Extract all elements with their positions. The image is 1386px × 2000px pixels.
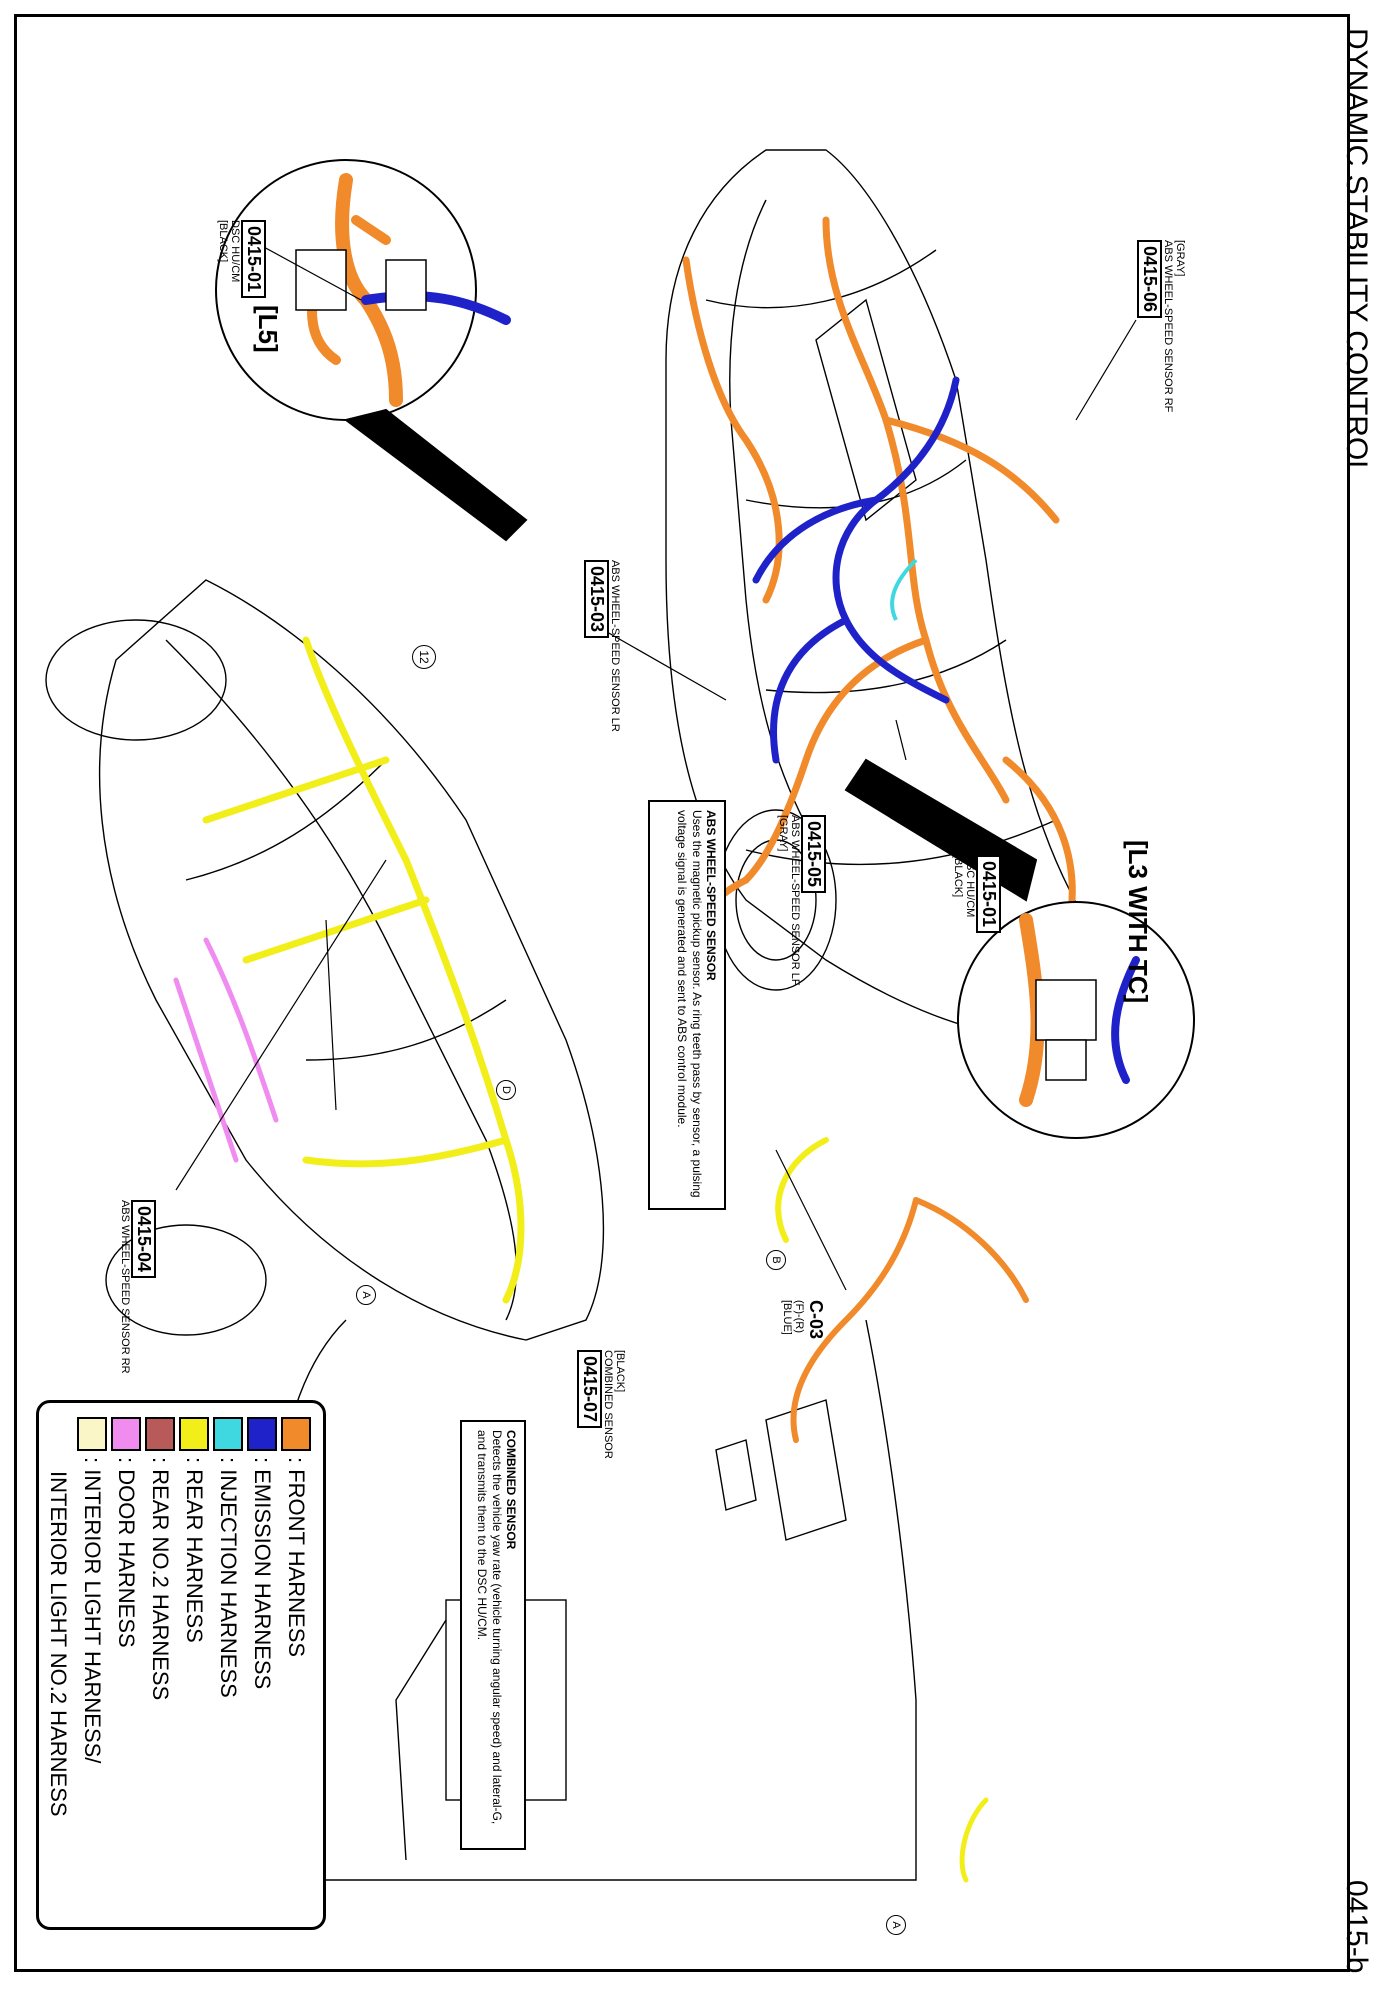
legend-item: : INJECTION HARNESS (211, 1417, 245, 1913)
callout-dsc-l3: 0415-01 DSC HU/CM [BLACK] (952, 855, 1001, 934)
connector-name: DSC HU/CM (964, 855, 976, 918)
legend-label: : EMISSION HARNESS (250, 1457, 275, 1690)
legend-label: : INTERIOR LIGHT HARNESS/ (80, 1457, 105, 1764)
legend-swatch (281, 1417, 311, 1451)
marker-label: 12 (417, 650, 431, 664)
emission-harness-top (752, 376, 960, 764)
callout-abs-lr: ABS WHEEL-SPEED SENSOR LR 0415-03 (584, 560, 621, 732)
connector-name: ABS WHEEL-SPEED SENSOR RR (119, 1200, 131, 1374)
connector-name: COMBINED SENSOR (602, 1350, 614, 1459)
legend-rows: : FRONT HARNESS : EMISSION HARNESS : INJEC… (41, 1417, 313, 1913)
legend-swatch (111, 1417, 141, 1451)
legend-label: : REAR HARNESS (182, 1457, 207, 1643)
legend-label: : REAR NO.2 HARNESS (148, 1457, 173, 1701)
legend-item: : INTERIOR LIGHT HARNESS/ (75, 1417, 109, 1913)
connector-color: [GRAY] (1174, 240, 1186, 277)
interior-harness (775, 1137, 1029, 1883)
connector-code: 0415-07 (577, 1350, 602, 1429)
legend-label: : FRONT HARNESS (284, 1457, 309, 1658)
callout-dsc-l5: 0415-01 DSC HU/CM [BLACK] (217, 220, 266, 299)
note-title: ABS WHEEL-SPEED SENSOR (704, 810, 718, 981)
marker-b-interior: B (766, 1250, 786, 1270)
marker-d-body: D (496, 1080, 516, 1100)
marker-label: A (360, 1291, 372, 1299)
note-body: Detects the vehicle yaw rate (vehicle tu… (475, 1430, 504, 1825)
note-combined-sensor: COMBINED SENSOR Detects the vehicle yaw … (460, 1420, 526, 1850)
legend-label: : DOOR HARNESS (114, 1457, 139, 1648)
legend-swatch (179, 1417, 209, 1451)
connector-color: [BLACK] (217, 220, 229, 263)
legend-item: : EMISSION HARNESS (245, 1417, 279, 1913)
legend-swatch (213, 1417, 243, 1451)
diagram-frame (14, 14, 1350, 1972)
l5-harness (295, 173, 511, 407)
legend-swatch (43, 1417, 73, 1451)
callout-c03: C-03 (F)-(R) [BLUE] (781, 1300, 826, 1339)
door-harness-body (173, 937, 279, 1163)
legend-swatch (247, 1417, 277, 1451)
marker-a-body: A (356, 1285, 376, 1305)
connector-pins: (F)-(R) (793, 1300, 805, 1333)
connector-code: 0415-04 (131, 1200, 156, 1279)
l3-harness (1019, 913, 1140, 1107)
legend-swatch (77, 1417, 107, 1451)
callout-combined: [BLACK] COMBINED SENSOR 0415-07 (577, 1350, 626, 1459)
marker-label: A (890, 1921, 902, 1929)
connector-code: 0415-01 (241, 220, 266, 299)
marker-label: D (500, 1086, 512, 1094)
connector-color: [BLACK] (614, 1350, 626, 1393)
l5-label: [L5] (253, 305, 283, 353)
legend-label: : INJECTION HARNESS (216, 1457, 241, 1698)
connector-name: ABS WHEEL-SPEED SENSOR LR (609, 560, 621, 732)
connector-code: 0415-03 (584, 560, 609, 639)
callout-abs-rf: [GRAY] ABS WHEEL-SPEED SENSOR RF 0415-06 (1137, 240, 1186, 412)
connector-color: [BLUE] (781, 1300, 793, 1335)
note-title: COMBINED SENSOR (504, 1430, 518, 1550)
connector-name: DSC HU/CM (229, 220, 241, 283)
legend-item: : FRONT HARNESS (279, 1417, 313, 1913)
connector-code: 0415-06 (1137, 240, 1162, 319)
marker-a-interior: A (886, 1915, 906, 1935)
marker-label: B (770, 1256, 782, 1264)
leader-lines (175, 239, 1137, 1291)
note-body: Uses the magnetic pickup sensor. As ring… (675, 810, 704, 1198)
legend-item: INTERIOR LIGHT NO.2 HARNESS (41, 1417, 75, 1913)
connector-name: ABS WHEEL-SPEED SENSOR RF (1162, 240, 1174, 413)
connector-color: [GRAY] (777, 815, 789, 852)
connector-code: 0415-05 (801, 815, 826, 894)
l3-label: [L3 WITH TC] (1123, 840, 1153, 1004)
legend-item: : REAR HARNESS (177, 1417, 211, 1913)
legend-swatch (145, 1417, 175, 1451)
rear-harness-body (202, 636, 525, 1304)
connector-code: C-03 (806, 1300, 826, 1340)
callout-abs-rr: 0415-04 ABS WHEEL-SPEED SENSOR RR (119, 1200, 156, 1374)
legend-item: : DOOR HARNESS (109, 1417, 143, 1913)
note-abs-sensor: ABS WHEEL-SPEED SENSOR Uses the magnetic… (648, 800, 726, 1210)
callout-abs-lf: 0415-05 ABS WHEEL-SPEED SENSOR LF [GRAY] (777, 815, 826, 986)
connector-color: [BLACK] (952, 855, 964, 898)
connector-code: 0415-01 (976, 855, 1001, 934)
marker-12: 12 (412, 645, 436, 669)
harness-legend: : FRONT HARNESS : EMISSION HARNESS : INJEC… (36, 1400, 326, 1930)
legend-item: : REAR NO.2 HARNESS (143, 1417, 177, 1913)
legend-label: INTERIOR LIGHT NO.2 HARNESS (46, 1471, 71, 1817)
injection-harness-top (890, 558, 918, 621)
connector-name: ABS WHEEL-SPEED SENSOR LF (789, 815, 801, 986)
